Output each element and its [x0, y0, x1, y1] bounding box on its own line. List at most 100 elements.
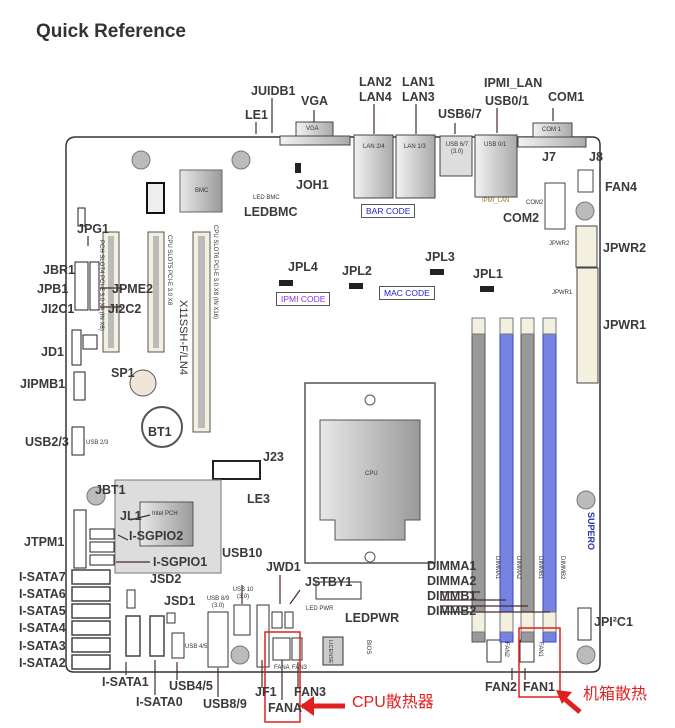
label-j23: J23 — [263, 450, 284, 464]
vga-silk: VGA — [306, 126, 319, 132]
pch-chip — [139, 501, 194, 547]
usb01-ipmi-port — [474, 134, 518, 198]
label-ji2c1: JI2C1 — [41, 302, 75, 316]
label-jsd2: JSD2 — [150, 572, 182, 586]
com2-header — [544, 182, 566, 230]
left-headers — [71, 207, 100, 569]
label-fan4: FAN4 — [605, 180, 637, 194]
label-lan3: LAN3 — [402, 90, 435, 104]
label-vga: VGA — [301, 94, 329, 108]
sata-ports — [71, 569, 165, 670]
label-jpl4: JPL4 — [288, 260, 318, 274]
label-jpl3: JPL3 — [425, 250, 455, 264]
usb89-silk: USB 8/9 (3.0) — [206, 596, 230, 609]
label-ledpwr: LEDPWR — [345, 611, 400, 625]
label-usb67: USB6/7 — [438, 107, 482, 121]
label-lan4: LAN4 — [359, 90, 392, 104]
ledbmc-silk: LED BMC — [253, 195, 280, 201]
label-jpme2: JPME2 — [112, 282, 153, 296]
bottom-headers — [126, 581, 592, 668]
label-dimma1: DIMMA1 — [427, 559, 477, 573]
label-isata5: I-SATA5 — [19, 604, 66, 618]
ipmi-code-label: IPMI CODE — [276, 292, 331, 306]
label-jpg1: JPG1 — [77, 222, 109, 236]
label-usb01: USB0/1 — [485, 94, 529, 108]
label-isata3: I-SATA3 — [19, 639, 66, 653]
label-jpl1: JPL1 — [473, 267, 503, 281]
com1-bracket — [517, 136, 587, 148]
bios-silk: BIOS — [365, 640, 371, 655]
jpwr1-connector — [576, 267, 599, 384]
label-isata7: I-SATA7 — [19, 570, 66, 584]
jpwr1-silk: JPWR1 — [552, 290, 573, 296]
label-com2: COM2 — [503, 211, 540, 225]
label-usb45: USB4/5 — [169, 679, 213, 693]
cpu-fan-annotation: CPU散热器 — [352, 694, 434, 711]
label-bt1: BT1 — [148, 425, 172, 439]
label-jbt1: JBT1 — [95, 483, 126, 497]
com1-silk: COM 1 — [542, 127, 562, 133]
dimmb2-silk: DIMMB2 — [559, 556, 565, 580]
label-jtpm1: JTPM1 — [24, 535, 65, 549]
lan24-port — [353, 134, 394, 199]
label-jpwr2: JPWR2 — [603, 241, 647, 255]
dimm-a2 — [499, 317, 514, 643]
label-j7: J7 — [542, 150, 556, 164]
pointer-arrows — [87, 98, 554, 700]
lan24-silk: LAN 2/4 — [363, 144, 385, 150]
label-usb89: USB8/9 — [203, 697, 247, 711]
dimm-slots — [471, 317, 557, 643]
slot5-silk: CPU SLOT5 PCI-E 3.0 X8 — [166, 235, 172, 306]
dimma1-silk: DIMMA1 — [494, 556, 500, 580]
label-fana: FANA — [268, 701, 303, 715]
usb01-silk: USB 0/1 — [484, 142, 507, 148]
label-joh1: JOH1 — [296, 178, 329, 192]
label-jd1: JD1 — [41, 345, 64, 359]
usb67-port — [439, 135, 473, 177]
pch-silk: Intel PCH — [152, 511, 178, 517]
bmc-chip — [179, 169, 223, 213]
jumpers — [279, 163, 494, 292]
label-sp1: SP1 — [111, 366, 135, 380]
jpwr2-connector — [575, 225, 598, 268]
slot4-silk: PCH SLOT4 PCI-E 3.0 X4 (IN X8) — [98, 240, 104, 331]
label-j8: J8 — [589, 150, 603, 164]
label-jpl2: JPL2 — [342, 264, 372, 278]
cpu-lid — [319, 419, 421, 541]
label-jwd1: JWD1 — [266, 560, 301, 574]
label-usb23: USB2/3 — [25, 435, 69, 449]
label-lan2: LAN2 — [359, 75, 392, 89]
j23-connector — [212, 460, 261, 480]
dimm-b1 — [520, 317, 535, 643]
speaker — [129, 369, 157, 397]
label-lan1: LAN1 — [402, 75, 435, 89]
page-title: Quick Reference — [36, 21, 186, 42]
label-jstby1: JSTBY1 — [305, 575, 353, 589]
label-jipmb1: JIPMB1 — [20, 377, 66, 391]
label-le3: LE3 — [247, 492, 270, 506]
com2-silk: COM2 — [526, 200, 544, 206]
label-isgpio1: I-SGPIO1 — [153, 555, 208, 569]
fana-silk: FANA — [274, 665, 290, 671]
label-dimma2: DIMMA2 — [427, 574, 477, 588]
label-isata6: I-SATA6 — [19, 587, 66, 601]
label-isata1: I-SATA1 — [102, 675, 149, 689]
label-jpb1: JPB1 — [37, 282, 69, 296]
lan13-silk: LAN 1/3 — [404, 144, 426, 150]
sgpio-headers — [89, 528, 115, 566]
label-isata2: I-SATA2 — [19, 656, 66, 670]
dimm-b2 — [542, 317, 557, 643]
mac-code-label: MAC CODE — [379, 286, 435, 300]
dimma2-silk: DIMMA2 — [515, 556, 521, 580]
label-le1: LE1 — [245, 108, 268, 122]
label-juidb1: JUIDB1 — [251, 84, 296, 98]
fan2-silk: FAN2 — [503, 642, 509, 658]
label-dimmb1: DIMMB1 — [427, 589, 477, 603]
label-isgpio2: I-SGPIO2 — [129, 529, 184, 543]
slot6-silk: CPU SLOT6 PCI-E 3.0 X8 (IN X16) — [212, 225, 218, 320]
label-dimmb2: DIMMB2 — [427, 604, 477, 618]
label-jf1: JF1 — [255, 685, 277, 699]
label-usb10: USB10 — [222, 546, 263, 560]
